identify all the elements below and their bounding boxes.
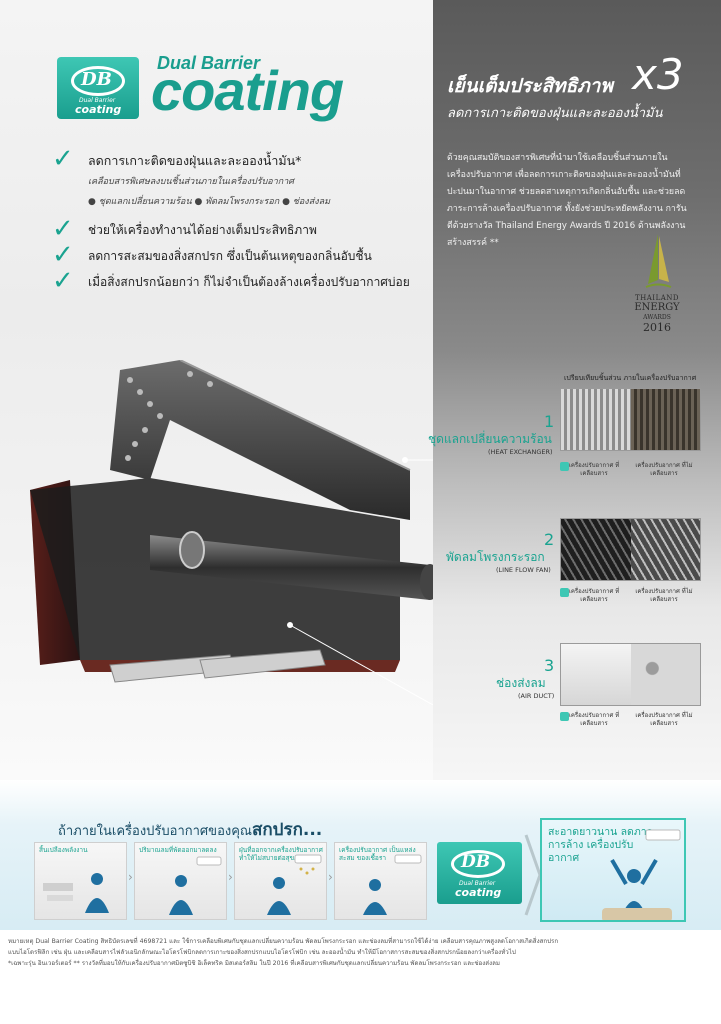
coated-icon [560,588,569,597]
happy-person-icon [602,829,681,920]
dirty-panel-1: สิ้นเปลืองพลังงาน [34,842,127,920]
clean-result-text: สะอาดยาวนาน ลดภาระการล้าง เครื่องปรับอาก… [548,826,658,864]
logo-badge-small: Dual Barrier [79,97,116,104]
callout-3-title: ช่องส่งลม [496,676,546,690]
checklist-item-1: ลดการเกาะติดของฝุ่นและละอองน้ำมัน* [88,153,302,168]
air-duct-photo [560,643,701,706]
callout-2-title: พัดลมโพรงกระรอก [446,550,545,564]
footer-line-3: *เฉพาะรุ่น อินเวอร์เตอร์ ** รางวัลที่มอบ… [8,960,500,967]
dirty-panel-2-text: ปริมาณลมที่พัดออกมาลดลง [139,846,217,854]
dirty-panel-4-text: เครื่องปรับอากาศ เป็นแหล่งสะสม ของเชื้อร… [339,846,416,862]
right-title: เย็นเต็มประสิทธิภาพ [447,75,613,97]
logo-oval [451,850,505,878]
dirty-panel-4: เครื่องปรับอากาศ เป็นแหล่งสะสม ของเชื้อร… [334,842,427,920]
caption-uncoated: เครื่องปรับอากาศ ที่ไม่เคลือบสาร [635,588,693,603]
footer-line-1: หมายเหตุ Dual Barrier Coating สิทธิบัตรเ… [8,938,559,945]
award-line-1: THAILAND [634,294,680,302]
chevron-right-icon: › [228,870,233,884]
dual-barrier-logo-badge: DB Dual Barrier coating [57,57,139,119]
compare-title: เปรียบเทียบชิ้นส่วน ภายในเครื่องปรับอากา… [564,374,697,382]
dirty-panel-1-text: สิ้นเปลืองพลังงาน [39,846,88,854]
footer-notes: หมายเหตุ Dual Barrier Coating สิทธิบัตรเ… [8,936,713,969]
logo-monogram: DB [461,852,491,872]
caption-coated: เครื่องปรับอากาศ ที่เคลือบสาร [568,712,620,727]
line-flow-fan-photo [560,518,701,581]
logo-monogram: DB [81,69,112,90]
bottom-title-prefix: ถ้าภายในเครื่องปรับอากาศของคุณ [58,824,252,839]
checklist-item-1-sub: เคลือบสารพิเศษลงบนชิ้นส่วนภายในเครื่องปร… [88,177,294,187]
air-duct-vane-2 [199,649,326,679]
footer-background [0,930,721,1024]
chevron-right-icon: › [128,870,133,884]
dirty-panel-3-text: ฝุ่นที่ออกจากเครื่องปรับอากาศ ทำให้ไม่สบ… [239,846,323,862]
line-flow-fan [150,535,430,600]
logo-badge-small: Dual Barrier [459,880,496,887]
chevron-right-icon: › [328,870,333,884]
award-line-2: ENERGY [634,302,680,313]
checklist-item-4: เมื่อสิ่งสกปรกน้อยกว่า ก็ไม่จำเป็นต้องล้… [88,275,410,289]
right-subtitle: ลดการเกาะติดของฝุ่นและละอองน้ำมัน [447,106,663,121]
clean-result-panel: สะอาดยาวนาน ลดภาระการล้าง เครื่องปรับอาก… [540,818,686,922]
bottom-title-bold: สกปรก... [251,820,323,840]
wordmark-small: Dual Barrier [157,53,261,73]
heat-exchanger [110,360,410,520]
bottom-title: ถ้าภายในเครื่องปรับอากาศของคุณสกปรก... [58,816,322,843]
logo-oval [71,66,125,96]
caption-uncoated: เครื่องปรับอากาศ ที่ไม่เคลือบสาร [635,712,693,727]
person-energy-icon [43,873,109,913]
callout-1-title: ชุดแลกเปลี่ยนความร้อน [428,432,552,446]
coated-icon [560,462,569,471]
award-sail-icon [645,234,672,288]
callout-3-number: 3 [544,656,555,675]
person-hot-icon [169,856,222,915]
check-icon: ✓ [52,240,74,270]
callout-2-en: (LINE FLOW FAN) [496,566,551,574]
caption-coated: เครื่องปรับอากาศ ที่เคลือบสาร [568,588,620,603]
checklist-item-2: ช่วยให้เครื่องทำงานได้อย่างเต็มประสิทธิภ… [88,223,317,237]
logo-badge-big: coating [455,886,502,899]
logo-badge-big: coating [75,103,122,116]
footer-line-2: แบบไฮโดรฟิลิก เช่น ฝุ่น และเคลือบสารไฟลั… [8,949,516,956]
person-sick-icon [363,854,422,915]
callout-2-number: 2 [544,530,555,549]
callout-3-en: (AIR DUCT) [518,692,555,700]
check-icon: ✓ [52,144,74,174]
caption-coated: เครื่องปรับอากาศ ที่เคลือบสาร [568,462,620,477]
caption-uncoated: เครื่องปรับอากาศ ที่ไม่เคลือบสาร [635,462,693,477]
dirty-panel-2: ปริมาณลมที่พัดออกมาลดลง [134,842,227,920]
dirty-panel-3: ฝุ่นที่ออกจากเครื่องปรับอากาศ ทำให้ไม่สบ… [234,842,327,920]
check-icon: ✓ [52,214,74,244]
coated-icon [560,712,569,721]
award-line-3: AWARDS [643,314,671,321]
dual-barrier-logo-small: DB Dual Barrier coating [437,842,522,904]
heat-exchanger-photo [560,388,701,451]
checklist-item-3: ลดการสะสมของสิ่งสกปรก ซึ่งเป็นต้นเหตุของ… [88,249,372,263]
right-multiplier: x3 [632,50,684,99]
callout-1-number: 1 [544,412,555,431]
callout-1-en: (HEAT EXCHANGER) [488,448,553,456]
heat-exchanger-fins [125,371,213,461]
check-icon: ✓ [52,266,74,296]
exploded-ac-illustration [30,360,433,706]
wordmark-big: coating [151,59,344,122]
award-line-4: 2016 [643,321,671,334]
right-body-text: ด้วยคุณสมบัติของสารพิเศษที่นำมาใช้เคลือบ… [447,153,687,248]
checklist-item-1-parts: ● ชุดแลกเปลี่ยนความร้อน ● พัดลมโพรงกระรอ… [88,197,331,207]
thailand-energy-award: THAILAND ENERGY AWARDS 2016 [628,232,686,336]
person-cough-icon [267,854,322,915]
